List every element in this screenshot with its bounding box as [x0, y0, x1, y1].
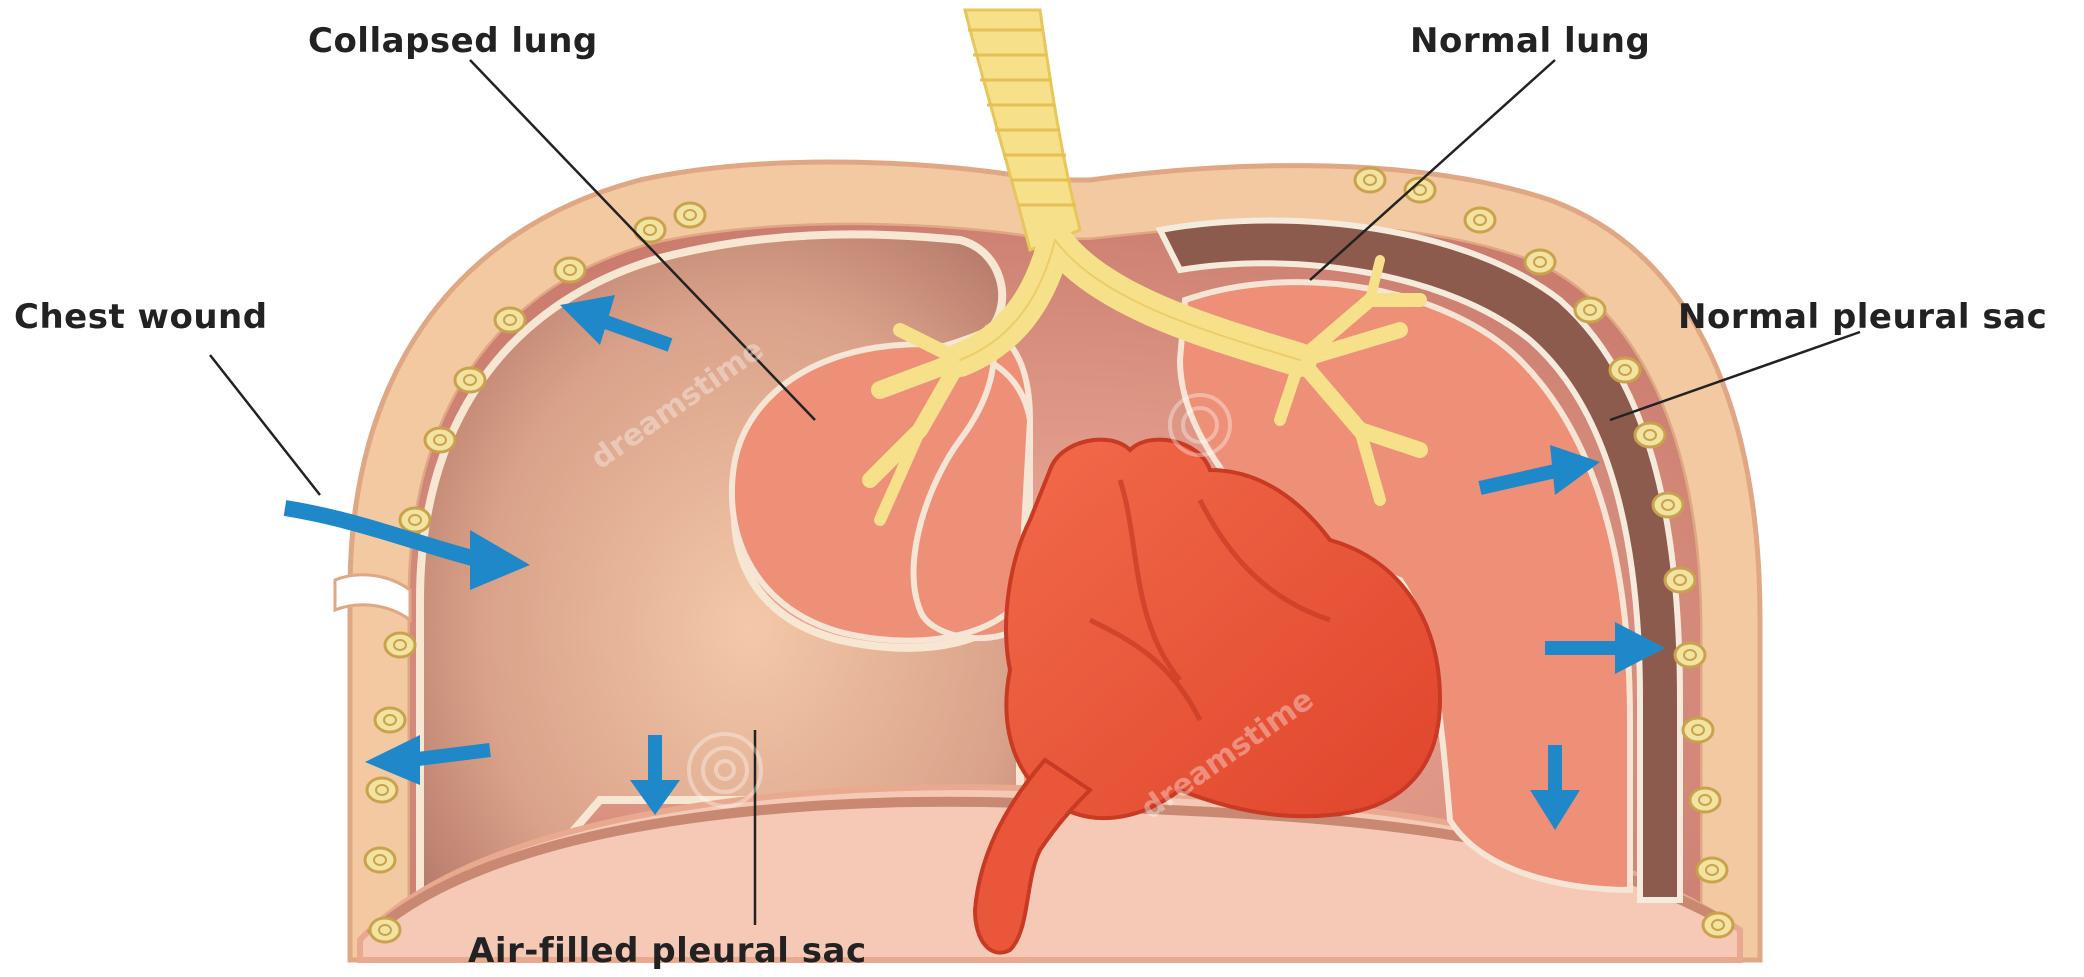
leader-chest-wound [210, 355, 320, 495]
chest-wall-cell [1355, 168, 1385, 192]
chest-wall-cell [455, 368, 485, 392]
chest-wall-cell [375, 708, 405, 732]
chest-wall-cell [1675, 643, 1705, 667]
chest-wall-cell [1665, 568, 1695, 592]
chest-wall-cell [1610, 358, 1640, 382]
chest-wall-cell [367, 778, 397, 802]
label-chest-wound: Chest wound [14, 297, 268, 337]
chest-wall-cell [1703, 913, 1733, 937]
chest-wall-cell [555, 258, 585, 282]
chest-wall-cell [1697, 858, 1727, 882]
chest-wall-cell [1525, 250, 1555, 274]
chest-wall-cell [1683, 718, 1713, 742]
chest-wall-cell [495, 308, 525, 332]
chest-wall-cell [1635, 423, 1665, 447]
chest-wall-cell [385, 633, 415, 657]
chest-wall-cell [1690, 788, 1720, 812]
label-normal-lung: Normal lung [1410, 21, 1650, 61]
label-normal-pleural-sac: Normal pleural sac [1678, 297, 2047, 337]
chest-wall-cell [1575, 298, 1605, 322]
chest-wall-cell [1653, 493, 1683, 517]
chest-wall-cell [1465, 208, 1495, 232]
chest-wall-cell [370, 918, 400, 942]
chest-wall-cell [425, 428, 455, 452]
chest-wall-cell [365, 848, 395, 872]
label-air-filled-pleural-sac: Air-filled pleural sac [468, 931, 867, 971]
label-collapsed-lung: Collapsed lung [308, 21, 598, 61]
chest-wall-cell [675, 203, 705, 227]
chest-wall-cell [400, 508, 430, 532]
